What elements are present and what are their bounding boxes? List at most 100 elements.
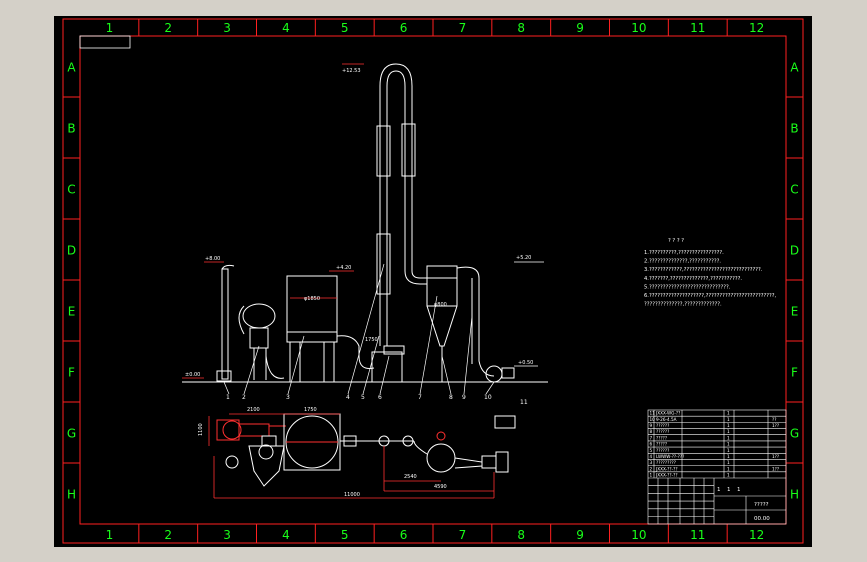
part-qty: 1 (727, 466, 730, 471)
note-line: 3.????????????,?????????????????????????… (644, 267, 763, 273)
part-qty: 1 (727, 423, 730, 428)
dryer-base (289, 341, 335, 383)
elev-top: +12.53 (342, 68, 361, 74)
elev-fan: +0.50 (518, 360, 533, 366)
plan-feeder (216, 419, 240, 441)
corner-box (79, 35, 131, 49)
plan-separator (426, 443, 456, 473)
column-label-bottom: 4 (282, 528, 290, 542)
column-label-top: 11 (690, 21, 705, 35)
part-qty: 1 (727, 448, 730, 453)
column-label-top: 5 (341, 21, 349, 35)
elevation-view (182, 63, 548, 429)
feed-pipe (221, 268, 229, 380)
callout-10: 10 (484, 394, 492, 401)
dryer-band (286, 331, 338, 343)
part-name: JXXX-WG-?? (655, 411, 680, 416)
column-label-top: 7 (459, 21, 467, 35)
riser-section-1 (376, 125, 391, 177)
part-material: ?? (772, 417, 776, 422)
valve-unit (371, 351, 403, 383)
control-box (494, 415, 516, 429)
row-label-left: C (67, 183, 75, 197)
dim-1750-label: 1750 (304, 407, 317, 413)
dim-2540-label: 2540 (404, 474, 417, 480)
row-label-left: A (67, 61, 76, 75)
title-mark-2: 1 (727, 487, 731, 493)
callout-5: 5 (361, 394, 365, 401)
column-label-bottom: 5 (341, 528, 349, 542)
drawing-number: 00.00 (754, 516, 770, 522)
part-name: 9-26-4.5A (656, 417, 677, 422)
elev-dryer: +4.20 (336, 265, 351, 271)
title-mark-3: 1 (737, 487, 741, 493)
row-label-right: F (791, 366, 798, 380)
column-label-top: 10 (631, 21, 646, 35)
part-qty: 1 (727, 417, 730, 422)
part-number: 11 (650, 411, 656, 416)
part-number: 4 (650, 454, 653, 459)
dryer-body (286, 275, 338, 333)
riser-section-2 (376, 233, 391, 295)
callout-11: 11 (520, 399, 528, 406)
elev-ground: ±0.00 (185, 372, 200, 378)
column-label-bottom: 2 (164, 528, 172, 542)
column-label-top: 4 (282, 21, 290, 35)
row-label-left: H (67, 488, 76, 502)
column-label-bottom: 1 (106, 528, 114, 542)
part-number: 2 (650, 466, 653, 471)
callout-8: 8 (449, 394, 453, 401)
part-name: ????? (656, 435, 667, 440)
plan-outlet-taper (454, 457, 483, 469)
part-name: JXXX-??-?? (655, 473, 678, 478)
elev-separator: +5.20 (516, 255, 531, 261)
column-label-top: 6 (400, 21, 408, 35)
callout-2: 2 (242, 394, 246, 401)
callout-3: 3 (286, 394, 290, 401)
riser-bend-outer (379, 63, 413, 87)
part-name: ?????? (656, 429, 669, 434)
plan-motor (495, 451, 509, 473)
row-label-right: A (790, 61, 799, 75)
part-qty: 1 (727, 460, 730, 465)
part-number: 3 (650, 460, 653, 465)
part-name: JXXX-??-?? (655, 466, 678, 471)
column-label-bottom: 8 (517, 528, 525, 542)
downcomer-bend-2 (411, 270, 427, 279)
riser-bend-inner (386, 70, 406, 87)
part-material: 1?? (772, 423, 779, 428)
part-number: 6 (650, 442, 653, 447)
plan-connector (238, 423, 270, 437)
part-number: 5 (650, 448, 653, 453)
downcomer-bend-1 (404, 270, 427, 285)
row-label-left: E (68, 305, 76, 319)
dim-1100-label: 1100 (198, 423, 204, 436)
plan-view: 2100 1750 2540 4590 11000 1100 (198, 407, 509, 499)
technical-notes: ? ? ? ? 1.??????????,????????????????.2.… (644, 238, 776, 308)
part-material: 1?? (772, 466, 779, 471)
column-label-bottom: 12 (749, 528, 764, 542)
part-number: 1 (650, 473, 653, 478)
plan-box (261, 435, 277, 447)
note-line: 6.????????????????????,?????????????????… (644, 293, 776, 299)
note-line: 1.??????????,????????????????. (644, 250, 724, 256)
valve-top (383, 345, 405, 355)
dia-elbow: 1750 (365, 337, 378, 343)
fan-casing (485, 365, 503, 383)
downcomer-section (401, 123, 416, 177)
elevation-markers: +12.53 +8.00 +4.20 ±0.00 +5.20 +0.50 φ18… (182, 63, 544, 379)
plan-fan (481, 455, 497, 469)
part-name: ????????? (656, 460, 676, 465)
part-name: ????? (656, 442, 667, 447)
cyclone-duct (238, 305, 245, 335)
grid-ticks (63, 19, 803, 543)
column-label-bottom: 7 (459, 528, 467, 542)
column-label-top: 2 (164, 21, 172, 35)
feeder-base (216, 370, 232, 382)
note-line: ??????????????,?????????????. (644, 302, 722, 308)
column-label-top: 3 (223, 21, 231, 35)
row-label-right: H (790, 488, 799, 502)
